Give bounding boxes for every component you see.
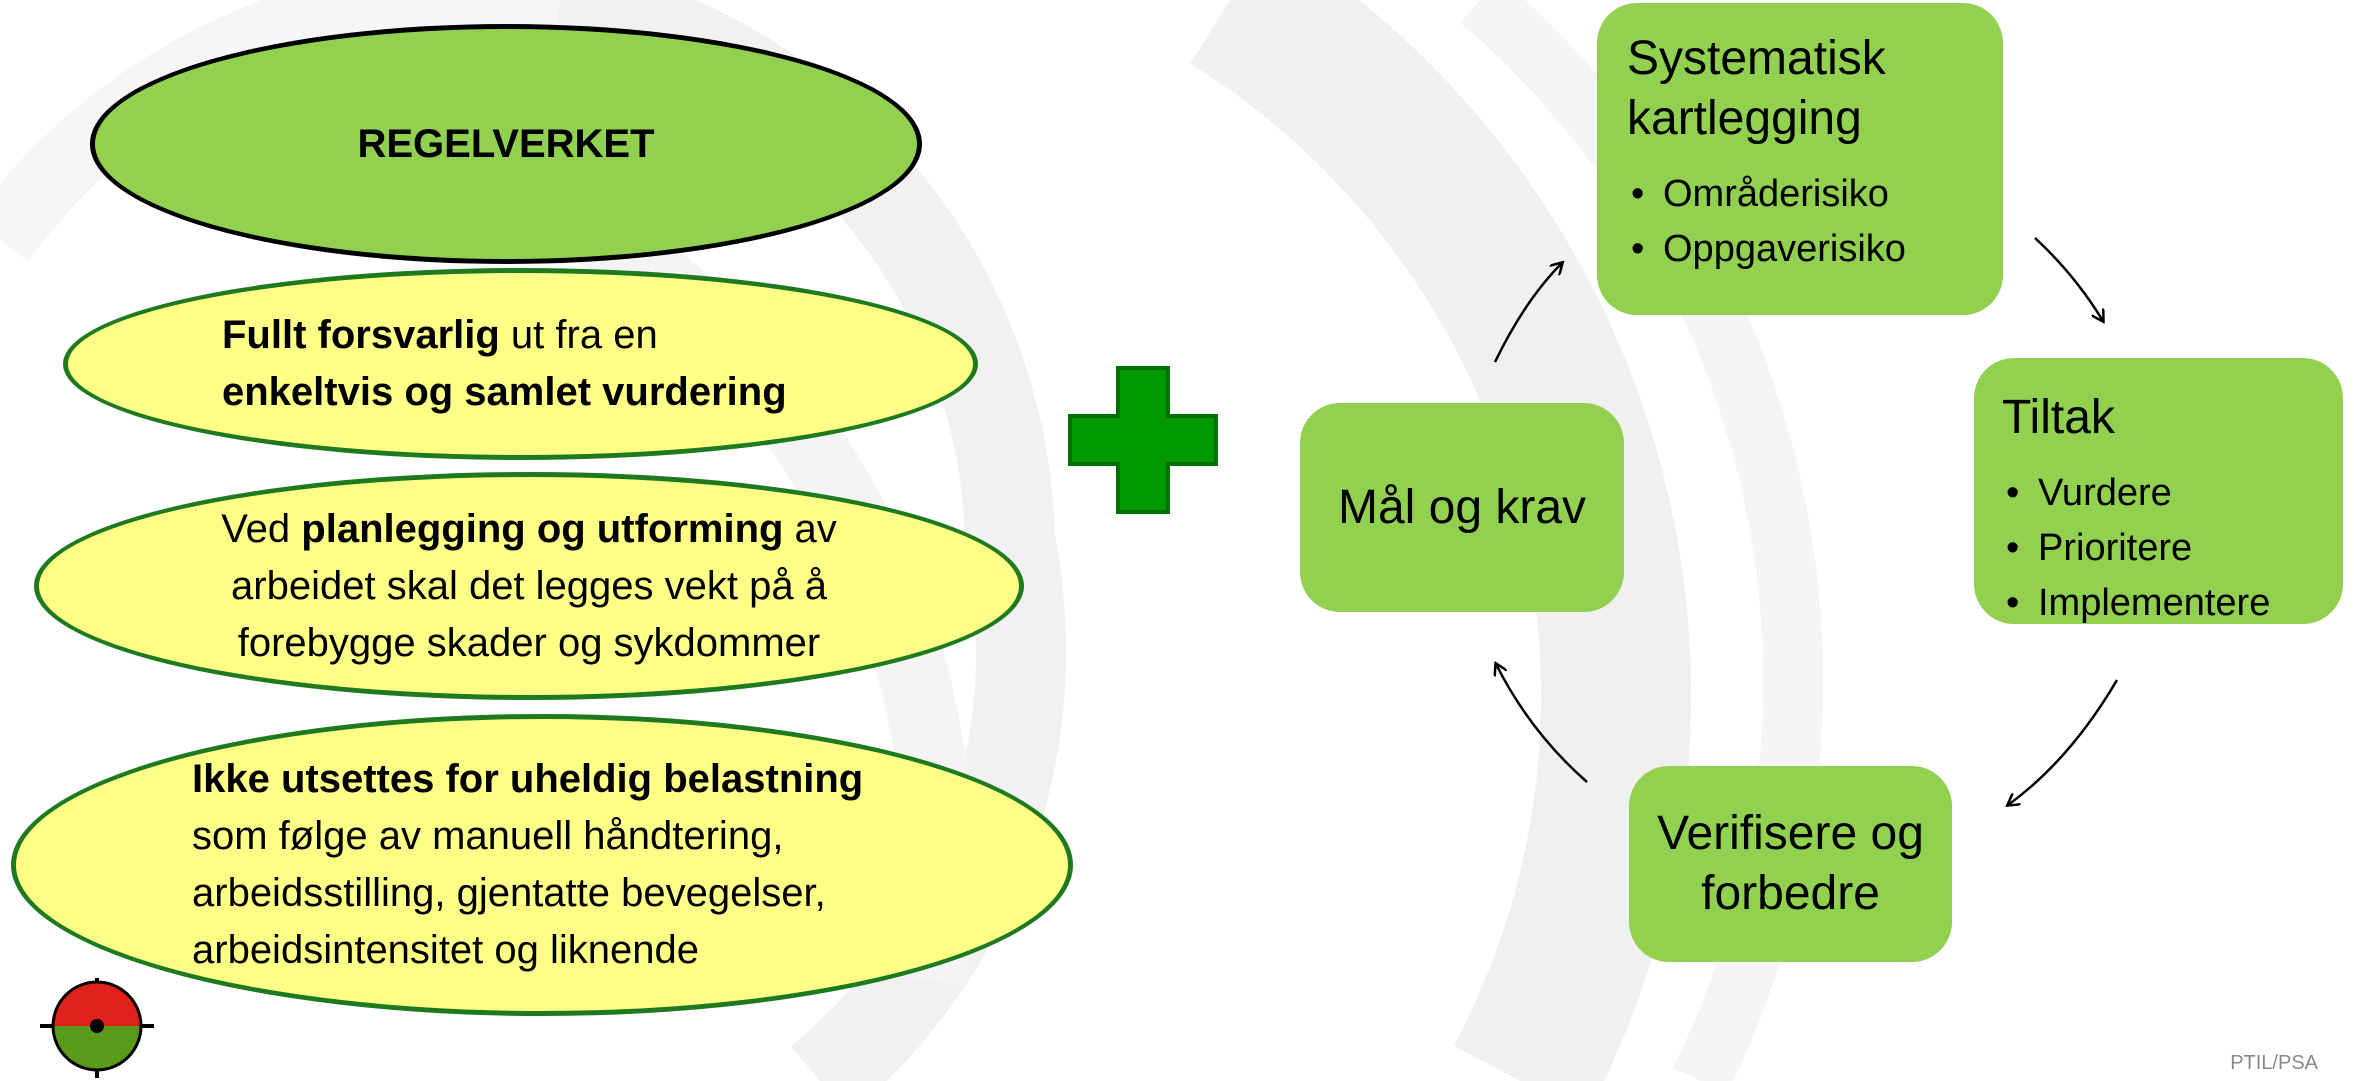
requirement-2-pre: Ved (221, 506, 302, 551)
step-2-title: Tiltak (2002, 391, 2115, 444)
credit-text: PTIL/PSA (2230, 1052, 2318, 1074)
step-maal-og-krav: Mål og krav (1300, 403, 1624, 612)
requirement-3-text: Ikke utsettes for uheldig belastning som… (192, 751, 863, 979)
step-3-title-line1: Verifisere og (1657, 807, 1924, 860)
step-tiltak: Tiltak Vurdere Prioritere Implementere (1974, 358, 2343, 631)
requirement-3-line4: arbeidsintensitet og liknende (192, 928, 700, 972)
requirement-1-bold-1: Fullt forsvarlig (222, 313, 500, 357)
requirement-1-rest: ut fra en (499, 313, 658, 357)
regelverket-heading: REGELVERKET (357, 121, 655, 166)
bullet-vurdere: Vurdere (2002, 466, 2343, 521)
requirement-ellipse-3: Ikke utsettes for uheldig belastning som… (11, 714, 1073, 1016)
bullet-omraaderisiko: Områderisiko (1627, 167, 2003, 222)
requirement-3-line3: arbeidsstilling, gjentatte bevegelser, (192, 871, 826, 915)
step-1-title-line2: kartlegging (1627, 92, 1862, 145)
regelverket-ellipse: REGELVERKET (90, 24, 922, 264)
requirement-1-text: Fullt forsvarlig ut fra en enkeltvis og … (222, 307, 787, 421)
step-4-title: Mål og krav (1337, 480, 1587, 534)
requirement-3-bold: Ikke utsettes for uheldig belastning (192, 757, 864, 801)
step-1-bullets: Områderisiko Oppgaverisiko (1627, 167, 2003, 277)
requirement-2-bold: planlegging og utforming (301, 506, 784, 551)
requirement-2-line3: forebygge skader og sykdommer (237, 620, 821, 665)
bullet-oppgaverisiko: Oppgaverisiko (1627, 222, 2003, 277)
requirement-ellipse-2: Ved planlegging og utforming av arbeidet… (34, 472, 1024, 700)
crosshair-logo-icon (40, 978, 154, 1078)
step-2-bullets: Vurdere Prioritere Implementere (2002, 466, 2343, 631)
step-systematisk-kartlegging: Systematisk kartlegging Områderisiko Opp… (1597, 3, 2003, 315)
bullet-prioritere: Prioritere (2002, 521, 2343, 576)
step-verifisere-forbedre: Verifisere og forbedre (1629, 766, 1952, 962)
plus-icon (1068, 366, 1218, 514)
requirement-2-post: av (783, 506, 837, 551)
bullet-implementere: Implementere (2002, 576, 2343, 631)
requirement-2-line2: arbeidet skal det legges vekt på å (231, 563, 827, 608)
requirement-ellipse-1: Fullt forsvarlig ut fra en enkeltvis og … (63, 268, 978, 460)
requirement-3-line2: som følge av manuell håndtering, (192, 814, 784, 858)
step-1-title-line1: Systematisk (1627, 32, 1886, 85)
requirement-1-bold-2: enkeltvis og samlet vurdering (222, 370, 787, 414)
requirement-2-text: Ved planlegging og utforming av arbeidet… (221, 501, 837, 672)
step-3-title-line2: forbedre (1701, 867, 1880, 920)
